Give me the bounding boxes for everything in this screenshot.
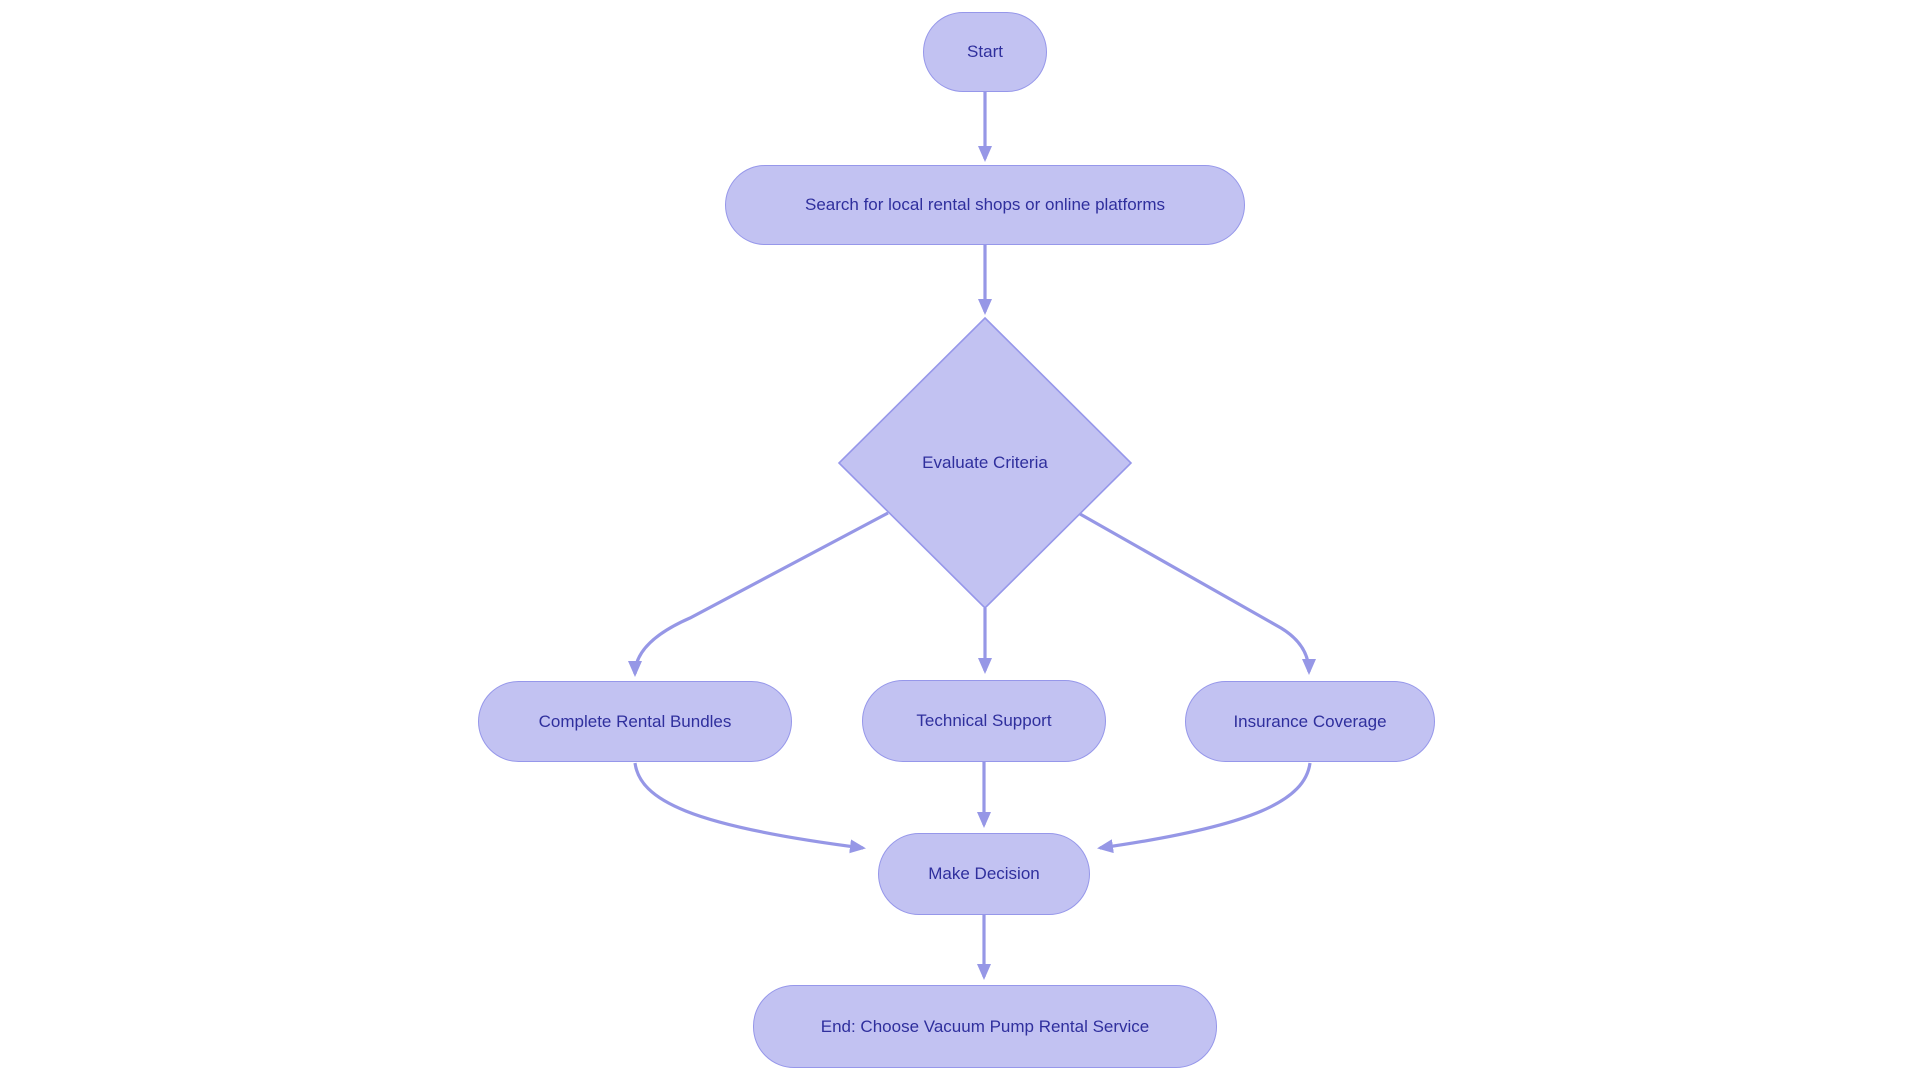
edge-evaluate-to-insurance: [1079, 512, 1316, 675]
node-complete-rental-bundles: Complete Rental Bundles: [478, 681, 792, 762]
node-make-decision: Make Decision: [878, 833, 1090, 915]
edge-evaluate-to-complete: [628, 511, 889, 677]
edge-insurance-to-decision: [1097, 762, 1312, 854]
node-insurance-coverage: Insurance Coverage: [1185, 681, 1435, 762]
node-technical-support: Technical Support: [862, 680, 1106, 762]
node-evaluate-criteria: Evaluate Criteria: [922, 453, 1048, 473]
node-start: Start: [923, 12, 1047, 92]
node-end-choose-service: End: Choose Vacuum Pump Rental Service: [753, 985, 1217, 1068]
edge-complete-to-decision: [633, 762, 866, 854]
decision-diamond-shape: [837, 316, 1133, 610]
node-search-rental-shops: Search for local rental shops or online …: [725, 165, 1245, 245]
